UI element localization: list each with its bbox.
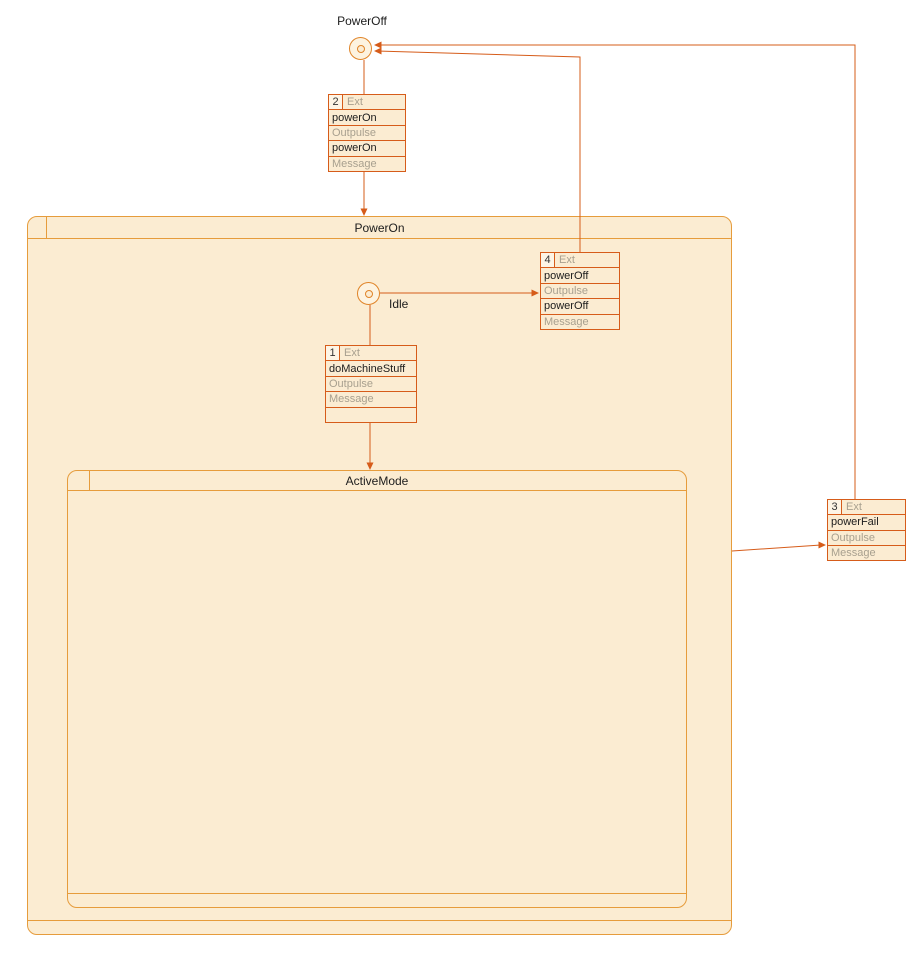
state-idle-label: Idle (389, 297, 409, 311)
table-row (326, 406, 416, 422)
table-header-row: 3 Ext (828, 500, 905, 515)
transition-output-cell[interactable]: powerOff (544, 300, 589, 313)
table-row: Outpulse (329, 124, 405, 140)
transition-number: 1 (326, 346, 340, 361)
state-header-tick (46, 217, 47, 238)
arrowhead (374, 47, 382, 55)
outpulse-placeholder-cell[interactable]: Outpulse (332, 127, 377, 140)
transition-event-cell[interactable]: doMachineStuff (329, 362, 406, 375)
state-activemode[interactable]: ActiveMode (67, 470, 687, 908)
transition-table-3[interactable]: 3 Ext powerFail Outpulse Message (827, 499, 906, 561)
message-placeholder-cell[interactable]: Message (329, 393, 374, 406)
transition-event-cell[interactable]: powerOn (332, 111, 377, 124)
arrowhead (818, 541, 826, 549)
inner-dot (364, 289, 373, 298)
state-idle-symbol[interactable] (357, 282, 380, 305)
arrowhead (374, 41, 382, 49)
transition-table-4[interactable]: 4 Ext powerOff Outpulse powerOff Message (540, 252, 620, 330)
table-row: Outpulse (326, 375, 416, 391)
table-row: Message (541, 313, 619, 329)
state-poweron-title: PowerOn (354, 220, 405, 235)
transition-event-cell[interactable]: powerOff (544, 269, 589, 282)
transition-poweron-to-table-powerfail[interactable] (731, 544, 822, 552)
transition-kind-label: Ext (344, 347, 360, 360)
state-activemode-title: ActiveMode (345, 473, 409, 488)
table-row: doMachineStuff (326, 360, 416, 375)
transition-number: 4 (541, 253, 555, 268)
transition-table-1[interactable]: 1 Ext doMachineStuff Outpulse Message (325, 345, 417, 423)
transition-table-2[interactable]: 2 Ext powerOn Outpulse powerOn Message (328, 94, 406, 172)
table-row: powerOff (541, 298, 619, 313)
table-row: powerFail (828, 514, 905, 529)
table-row: Outpulse (541, 282, 619, 298)
table-row: Message (828, 544, 905, 560)
state-activemode-footer (68, 893, 686, 907)
message-placeholder-cell[interactable]: Message (544, 315, 589, 328)
message-placeholder-cell[interactable]: Message (831, 546, 876, 559)
state-poweroff-symbol[interactable] (349, 37, 372, 60)
state-header-tick (89, 471, 90, 490)
table-header-row: 1 Ext (326, 346, 416, 361)
outpulse-placeholder-cell[interactable]: Outpulse (329, 378, 374, 391)
outpulse-placeholder-cell[interactable]: Outpulse (544, 285, 589, 298)
message-placeholder-cell[interactable]: Message (332, 157, 377, 170)
transition-kind-label: Ext (559, 254, 575, 267)
state-activemode-header[interactable]: ActiveMode (68, 471, 686, 491)
transition-output-cell[interactable]: powerOn (332, 142, 377, 155)
transition-kind-label: Ext (347, 96, 363, 109)
transition-number: 2 (329, 95, 343, 110)
transition-event-cell[interactable]: powerFail (831, 516, 879, 529)
state-poweroff-label: PowerOff (337, 14, 387, 28)
table-row: powerOn (329, 109, 405, 124)
table-row: powerOff (541, 267, 619, 282)
table-header-row: 2 Ext (329, 95, 405, 110)
transition-kind-label: Ext (846, 501, 862, 514)
transition-number: 3 (828, 500, 842, 515)
state-poweron-header[interactable]: PowerOn (28, 217, 731, 239)
table-row: Message (326, 391, 416, 406)
outpulse-placeholder-cell[interactable]: Outpulse (831, 531, 876, 544)
table-row: powerOn (329, 140, 405, 155)
table-header-row: 4 Ext (541, 253, 619, 268)
table-row: Outpulse (828, 529, 905, 545)
inner-dot (356, 44, 365, 53)
table-row: Message (329, 155, 405, 171)
state-poweron-footer (28, 920, 731, 934)
arrowhead (360, 208, 368, 216)
